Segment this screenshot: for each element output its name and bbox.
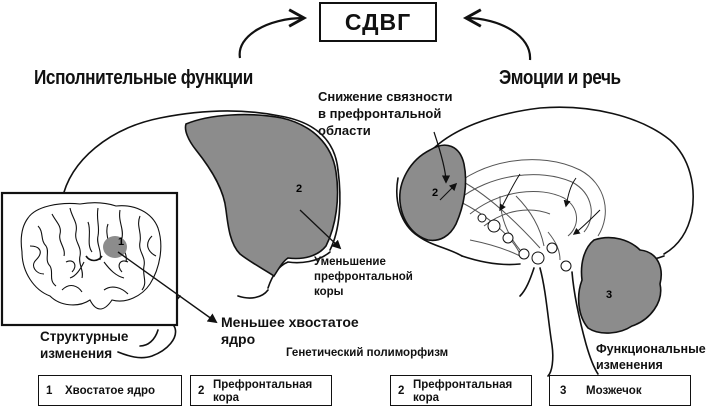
legend-item-prefrontal-left: 2 Префронтальная кора (190, 375, 332, 406)
connectivity-annotation-line-1: Снижение связности (318, 89, 453, 104)
legend-item-prefrontal-right: 2 Префронтальная кора (390, 375, 532, 406)
legend-label: Префронтальная кора (413, 379, 513, 404)
cerebellum-number: 3 (606, 289, 612, 301)
legend-number: 1 (46, 385, 53, 397)
left-curved-arrow (238, 8, 308, 59)
legend-item-caudate: 1 Хвостатое ядро (38, 375, 182, 406)
prefrontal-reduction-arrow (299, 209, 342, 250)
connectivity-arrow (433, 131, 451, 184)
connectivity-annotation-line-2: в префронтальной (318, 106, 442, 121)
caudate-arrow (117, 251, 218, 324)
left-prefrontal-number: 2 (296, 183, 302, 195)
functional-annotation-line-1: Функциональные (596, 342, 706, 356)
functional-annotation-line-2: изменения (596, 358, 663, 372)
caudate-number: 1 (118, 236, 124, 248)
legend-number: 2 (198, 385, 205, 397)
diagram-title: СДВГ (319, 2, 437, 42)
prefrontal-reduction-line-2: префронтальной (314, 271, 413, 283)
legend-label: Префронтальная кора (213, 379, 313, 404)
right-prefrontal-number: 2 (432, 187, 438, 199)
left-heading: Исполнительные функции (34, 67, 253, 89)
legend-number: 3 (560, 385, 567, 397)
caudate-highlight (103, 236, 127, 258)
genetic-annotation: Генетический полиморфизм (286, 347, 449, 359)
cerebellum-region (577, 236, 662, 334)
structural-annotation-line-1: Структурные (40, 329, 129, 344)
connectivity-annotation-line-3: области (318, 123, 371, 138)
legend-label: Хвостатое ядро (65, 385, 156, 397)
structural-annotation-line-2: изменения (40, 346, 113, 361)
right-heading: Эмоции и речь (499, 67, 621, 89)
caudate-annotation-line-1: Меньшее хвостатое (221, 314, 359, 330)
right-pfc-arrow (439, 182, 458, 201)
legend-number: 2 (398, 385, 405, 397)
prefrontal-reduction-line-1: Уменьшение (314, 256, 386, 268)
right-curved-arrow (462, 8, 532, 61)
right-prefrontal-region (399, 144, 467, 242)
prefrontal-reduction-line-3: коры (314, 286, 344, 298)
limbic-nuclei (477, 213, 572, 272)
left-prefrontal-region (184, 113, 339, 278)
limbic-network (449, 159, 606, 261)
legend-item-cerebellum: 3 Мозжечок (549, 375, 691, 406)
caudate-annotation-line-2: ядро (221, 331, 256, 347)
legend-label: Мозжечок (586, 385, 642, 397)
